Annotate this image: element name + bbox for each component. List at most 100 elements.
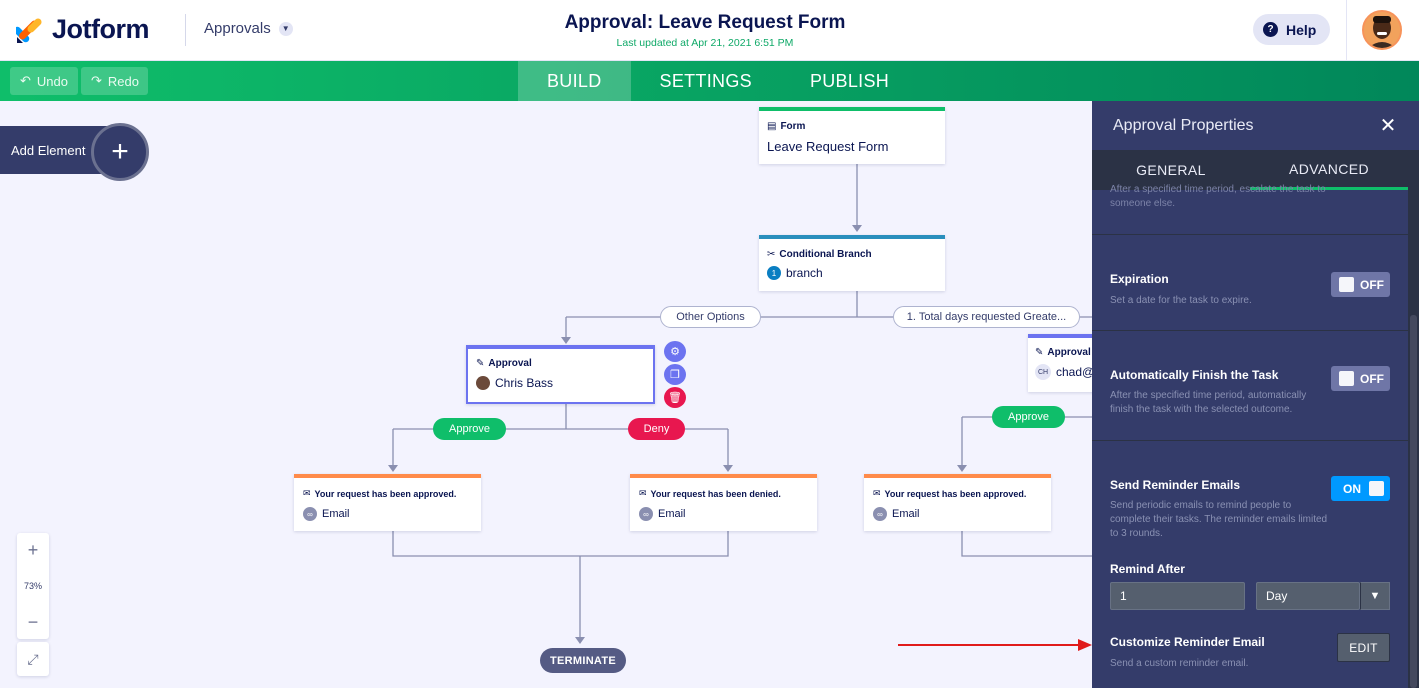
reminder-toggle[interactable]: ON: [1331, 476, 1390, 501]
plus-icon: +: [91, 123, 149, 181]
workflow-canvas[interactable]: Add Element + ▤Form Leave Request Form ✂…: [0, 101, 1092, 688]
toggle-knob: [1339, 277, 1354, 292]
jotform-logo[interactable]: Jotform: [16, 14, 150, 45]
page-title-block: Approval: Leave Request Form Last update…: [505, 12, 905, 49]
zoom-in-button[interactable]: +: [27, 539, 39, 560]
approval-right-assignee: chad@jo: [1056, 365, 1092, 379]
edit-reminder-email-button[interactable]: EDIT: [1337, 633, 1390, 662]
remind-after-label: Remind After: [1110, 562, 1185, 576]
branch-node-value: branch: [786, 266, 823, 280]
auto-finish-toggle-text: OFF: [1360, 371, 1384, 386]
approval-right-type: Approval: [1047, 347, 1091, 358]
auto-finish-label: Automatically Finish the Task: [1110, 368, 1279, 382]
expiration-toggle[interactable]: OFF: [1331, 272, 1390, 297]
email-type: Email: [658, 508, 686, 520]
question-icon: ?: [1263, 22, 1278, 37]
auto-finish-description: After the specified time period, automat…: [1110, 390, 1307, 415]
undo-label: Undo: [36, 73, 68, 89]
reminder-label: Send Reminder Emails: [1110, 478, 1241, 492]
outcome-approve[interactable]: Approve: [433, 418, 506, 440]
form-node[interactable]: ▤Form Leave Request Form: [759, 107, 945, 164]
panel-scrollbar[interactable]: [1408, 150, 1419, 688]
remind-after-input[interactable]: 1: [1110, 582, 1245, 610]
reminder-description: Send periodic emails to remind people to…: [1110, 500, 1328, 539]
expiration-label: Expiration: [1110, 272, 1169, 286]
branch-condition-1[interactable]: 1. Total days requested Greate...: [893, 306, 1080, 328]
app-switcher[interactable]: Approvals ▼: [204, 20, 293, 37]
email-subject: Your request has been approved.: [314, 488, 457, 499]
tab-build[interactable]: BUILD: [518, 61, 631, 101]
undo-button[interactable]: ↶ Undo: [10, 67, 78, 95]
expiration-description: Set a date for the task to expire.: [1110, 295, 1252, 306]
email-type: Email: [892, 508, 920, 520]
settings-gear-icon[interactable]: ⚙: [664, 341, 686, 362]
chevron-down-icon: ▼: [278, 21, 293, 36]
zoom-out-button[interactable]: −: [27, 611, 39, 632]
branch-icon: ✂: [767, 249, 776, 260]
redo-label: Redo: [107, 73, 139, 89]
assignee-avatar: [476, 376, 490, 390]
customize-reminder-label: Customize Reminder Email: [1110, 635, 1265, 649]
remind-after-unit-select[interactable]: Day: [1256, 582, 1360, 610]
close-icon[interactable]: ✕: [1379, 114, 1397, 137]
email-node-approved-right[interactable]: ✉Your request has been approved. ∞ Email: [864, 474, 1051, 531]
link-icon: ∞: [639, 507, 653, 521]
tab-publish[interactable]: PUBLISH: [809, 70, 890, 91]
approval-assignee: Chris Bass: [495, 376, 554, 390]
reminder-toggle-text: ON: [1343, 481, 1361, 496]
panel-title: Approval Properties: [1113, 117, 1254, 134]
panel-tabs: GENERAL ADVANCED: [1092, 150, 1408, 190]
link-icon: ∞: [303, 507, 317, 521]
branch-count-badge: 1: [767, 266, 781, 280]
envelope-icon: ✉: [873, 488, 881, 498]
outcome-deny[interactable]: Deny: [628, 418, 685, 440]
fit-to-screen-icon[interactable]: ⤢: [17, 642, 49, 676]
zoom-controls: + 73% −: [17, 533, 49, 639]
email-node-approved[interactable]: ✉Your request has been approved. ∞Email: [294, 474, 481, 531]
avatar-image: [1364, 12, 1400, 48]
branch-other-options[interactable]: Other Options: [660, 306, 761, 328]
form-node-type: Form: [780, 121, 806, 132]
approval-icon: ✎: [1035, 347, 1044, 358]
approval-node-right[interactable]: ✎Approval CH chad@jo: [1028, 334, 1092, 392]
caret-down-icon[interactable]: ▼: [1360, 582, 1390, 610]
builder-toolbar: ↶ Undo ↷ Redo BUILD SETTINGS PUBLISH: [0, 61, 1419, 101]
approval-node-type: Approval: [488, 358, 532, 369]
delete-icon[interactable]: 🗑: [664, 387, 686, 408]
email-node-denied[interactable]: ✉Your request has been denied. ∞Email: [630, 474, 817, 531]
auto-finish-toggle[interactable]: OFF: [1331, 366, 1390, 391]
help-button[interactable]: ? Help: [1253, 14, 1331, 45]
toggle-knob: [1369, 481, 1384, 496]
redo-icon: ↷: [91, 73, 102, 88]
outcome-approve-right[interactable]: Approve: [992, 406, 1065, 428]
email-subject: Your request has been denied.: [650, 488, 781, 499]
redo-button[interactable]: ↷ Redo: [81, 67, 148, 95]
link-icon: ∞: [873, 507, 887, 521]
tab-general[interactable]: GENERAL: [1136, 162, 1206, 178]
approval-properties-panel: Approval Properties ✕ GENERAL ADVANCED A…: [1092, 101, 1419, 688]
form-node-value: Leave Request Form: [767, 139, 889, 154]
duplicate-icon[interactable]: ❐: [664, 364, 686, 385]
envelope-icon: ✉: [303, 488, 311, 498]
zoom-level: 73%: [23, 581, 42, 591]
main-tabs: BUILD SETTINGS PUBLISH: [518, 61, 918, 101]
tab-settings[interactable]: SETTINGS: [659, 70, 752, 91]
scrollbar-thumb[interactable]: [1410, 315, 1417, 688]
page-title: Approval: Leave Request Form: [564, 12, 846, 33]
email-subject: Your request has been approved.: [884, 488, 1027, 499]
approval-icon: ✎: [476, 358, 485, 369]
help-label: Help: [1286, 21, 1317, 38]
conditional-branch-node[interactable]: ✂Conditional Branch 1 branch: [759, 235, 945, 291]
undo-icon: ↶: [20, 73, 31, 88]
approval-node-selected[interactable]: ✎Approval Chris Bass: [466, 345, 655, 404]
last-updated-text: Last updated at Apr 21, 2021 6:51 PM: [616, 37, 794, 49]
top-header: Jotform Approvals ▼ Approval: Leave Requ…: [0, 0, 1419, 61]
user-avatar[interactable]: [1362, 10, 1402, 50]
add-element-button[interactable]: Add Element +: [0, 123, 150, 181]
header-divider: [185, 14, 186, 46]
expiration-toggle-text: OFF: [1360, 277, 1384, 292]
branch-node-type: Conditional Branch: [779, 249, 872, 260]
tab-advanced[interactable]: ADVANCED: [1250, 150, 1408, 190]
annotation-arrow-icon: [898, 639, 1092, 651]
terminate-node[interactable]: TERMINATE: [540, 648, 626, 673]
